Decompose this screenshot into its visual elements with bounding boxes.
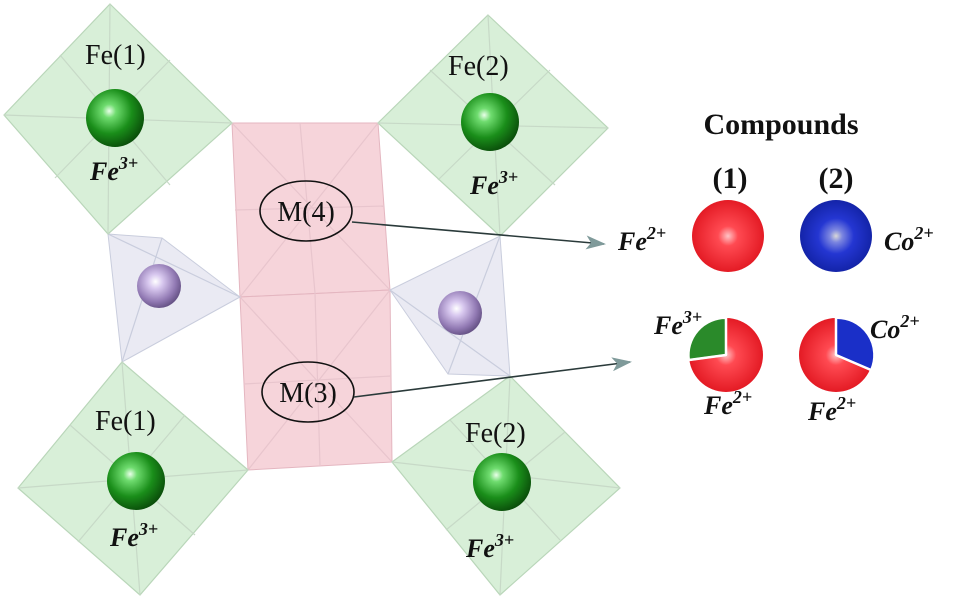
fe2-bottom-label: Fe(2) xyxy=(465,418,526,449)
compound-2-m4-sphere xyxy=(800,200,872,272)
compound-1-m3-pie xyxy=(687,316,763,392)
fe2-top-label: Fe(2) xyxy=(448,51,509,82)
m3-label: M(3) xyxy=(279,378,337,409)
fe2-top-atom xyxy=(461,93,519,151)
right-tetra-atom xyxy=(438,291,482,335)
fe2-bottom-atom xyxy=(473,453,531,511)
m4-label: M(4) xyxy=(277,197,335,228)
fe1-top-atom xyxy=(86,89,144,147)
m3-ellipse xyxy=(261,361,355,423)
m3-fe2-ion-1: Fe2+ xyxy=(703,387,752,420)
compound-2-header: (2) xyxy=(819,162,854,195)
m4-fe2-ion: Fe2+ xyxy=(617,223,666,256)
m4-ellipse xyxy=(259,180,353,242)
fe1-bottom-label: Fe(1) xyxy=(95,406,156,437)
m3-arrow xyxy=(353,357,632,398)
co2-sector xyxy=(835,316,876,372)
m3-fe2-ion-2: Fe2+ xyxy=(807,393,856,426)
compound-1-header: (1) xyxy=(713,162,748,195)
left-tetra-atom xyxy=(137,264,181,308)
fe1-top-label: Fe(1) xyxy=(85,40,146,71)
fe2-top-ion: Fe3+ xyxy=(469,167,518,200)
m-site-column xyxy=(231,122,393,471)
fe3-sector xyxy=(687,316,727,362)
m4-co2-ion: Co2+ xyxy=(884,223,934,256)
fe1-top-ion: Fe3+ xyxy=(89,153,138,186)
compound-1-m4-sphere xyxy=(692,200,764,272)
fe2-bottom-ion: Fe3+ xyxy=(465,530,514,563)
fe1-bottom-ion: Fe3+ xyxy=(109,519,158,552)
compounds-title: Compounds xyxy=(703,108,858,141)
m3-co2-ion: Co2+ xyxy=(870,311,920,344)
m4-arrow xyxy=(351,221,606,250)
m3-fe3-ion: Fe3+ xyxy=(653,307,702,340)
compound-2-m3-pie xyxy=(799,316,876,392)
fe1-bottom-atom xyxy=(107,452,165,510)
